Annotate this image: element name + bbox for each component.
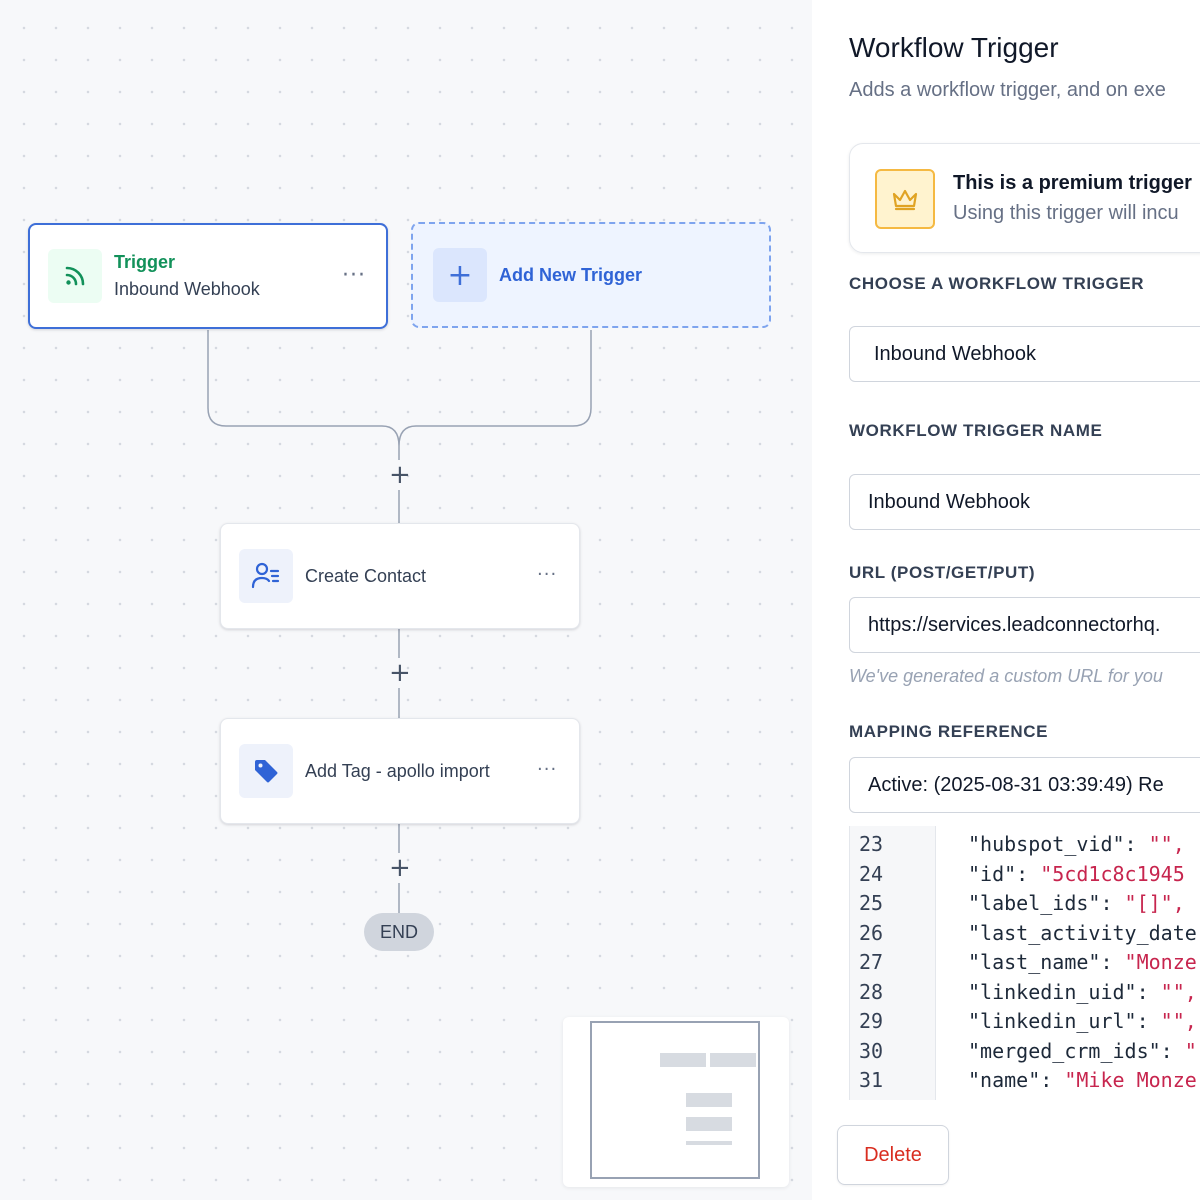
line-number: 23 <box>859 832 884 856</box>
code-string: "", <box>1160 1009 1197 1033</box>
panel-description: Adds a workflow trigger, and on exe <box>849 79 1166 101</box>
line-number: 26 <box>859 920 884 945</box>
code-key: "linkedin_url": <box>968 1009 1161 1033</box>
line-number: 25 <box>859 891 884 915</box>
url-hint: We've generated a custom URL for you <box>849 666 1163 686</box>
trigger-name-input[interactable]: Inbound Webhook <box>849 474 1200 530</box>
trigger-node-menu-button[interactable]: ··· <box>342 263 366 288</box>
trigger-name-label: WORKFLOW TRIGGER NAME <box>849 421 1103 440</box>
premium-notice-subtitle: Using this trigger will incu <box>953 202 1179 224</box>
minimap-step-block <box>686 1117 732 1131</box>
minimap-step-block <box>686 1093 732 1107</box>
delete-button[interactable]: Delete <box>837 1125 949 1185</box>
code-key: "label_ids": <box>968 891 1125 915</box>
contact-list-icon <box>239 549 293 603</box>
code-key: "merged_crm_ids": <box>968 1038 1185 1063</box>
payload-code-viewer[interactable]: 23 "hubspot_vid": "", 24 "id": "5cd1c8c1… <box>849 826 1200 1100</box>
code-key: "name": <box>968 1068 1065 1092</box>
code-string: "Mike Monze <box>1064 1068 1197 1092</box>
add-tag-menu-button[interactable]: ··· <box>537 759 558 780</box>
line-number: 29 <box>859 1009 884 1033</box>
line-number: 24 <box>859 861 884 886</box>
end-marker: END <box>364 913 434 951</box>
url-label: URL (POST/GET/PUT) <box>849 563 1036 582</box>
minimap-end-block <box>686 1141 732 1145</box>
connector-lines <box>207 330 592 913</box>
trigger-type-select[interactable]: Inbound Webhook <box>849 326 1200 382</box>
mapping-reference-label: MAPPING REFERENCE <box>849 722 1049 741</box>
crown-icon <box>875 169 935 229</box>
add-tag-node[interactable]: Add Tag - apollo import ··· <box>220 718 580 824</box>
code-key: "last_name": <box>968 950 1125 974</box>
panel-title: Workflow Trigger <box>849 32 1059 63</box>
code-string: "", <box>1160 979 1197 1004</box>
code-key: "hubspot_vid": <box>968 832 1149 856</box>
line-number: 31 <box>859 1068 884 1092</box>
tag-icon <box>239 744 293 798</box>
trigger-node[interactable]: Trigger Inbound Webhook ··· <box>28 223 388 329</box>
code-string: "5cd1c8c1945 <box>1040 861 1185 886</box>
add-step-button[interactable]: + <box>389 460 411 490</box>
trigger-node-subtitle: Inbound Webhook <box>114 279 260 299</box>
line-number: 27 <box>859 950 884 974</box>
webhook-rss-icon <box>48 249 102 303</box>
trigger-node-title: Trigger <box>114 252 176 272</box>
line-number: 28 <box>859 979 884 1004</box>
add-tag-label: Add Tag - apollo import <box>305 760 490 781</box>
add-step-button[interactable]: + <box>389 853 411 883</box>
add-new-trigger-button[interactable]: + Add New Trigger <box>411 222 771 328</box>
code-string: " <box>1184 1038 1197 1063</box>
trigger-settings-panel: Workflow Trigger Adds a workflow trigger… <box>812 0 1200 1200</box>
code-string: "", <box>1148 832 1185 856</box>
code-key: "id": <box>968 861 1041 886</box>
minimap-trigger-block <box>660 1053 706 1067</box>
code-key: "last_activity_date <box>968 920 1197 945</box>
line-number-gutter <box>850 826 936 1100</box>
line-number: 30 <box>859 1038 884 1063</box>
minimap[interactable] <box>563 1017 789 1187</box>
minimap-trigger-block <box>710 1053 756 1067</box>
add-new-trigger-label: Add New Trigger <box>499 264 643 285</box>
create-contact-node[interactable]: Create Contact ··· <box>220 523 580 629</box>
code-string: "[]", <box>1124 891 1185 915</box>
mapping-reference-select[interactable]: Active: (2025-08-31 03:39:49) Re <box>849 757 1200 813</box>
webhook-url-input[interactable]: https://services.leadconnectorhq. <box>849 597 1200 653</box>
add-step-button[interactable]: + <box>389 658 411 688</box>
code-string: "Monze <box>1124 950 1197 974</box>
premium-notice-card: This is a premium trigger Using this tri… <box>849 143 1200 253</box>
code-key: "linkedin_uid": <box>968 979 1161 1004</box>
workflow-canvas[interactable]: Trigger Inbound Webhook ··· + Add New Tr… <box>0 0 812 1200</box>
create-contact-label: Create Contact <box>305 565 427 586</box>
choose-trigger-label: CHOOSE A WORKFLOW TRIGGER <box>849 274 1145 293</box>
create-contact-menu-button[interactable]: ··· <box>537 564 558 585</box>
plus-icon: + <box>433 248 487 302</box>
premium-notice-title: This is a premium trigger <box>953 172 1192 194</box>
minimap-viewport[interactable] <box>590 1021 760 1179</box>
